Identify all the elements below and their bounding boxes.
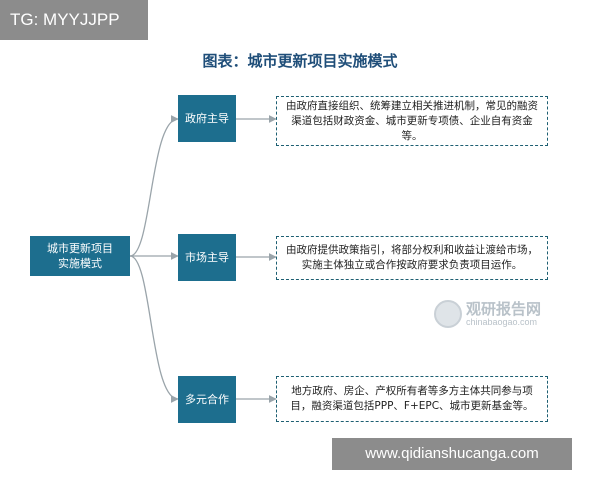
description-text: 由政府直接组织、统筹建立相关推进机制，常见的融资渠道包括财政资金、城市更新专项债… [286,99,538,142]
description-text: 由政府提供政策指引，将部分权利和收益让渡给市场，实施主体独立或合作按政府要求负责… [286,244,538,271]
branch-line-1 [129,115,179,257]
mode-node-label: 多元合作 [185,393,229,406]
branch-line-3 [129,255,179,403]
watermark: 观研报告网 chinabaogao.com [434,298,554,332]
description-box-market-led: 由政府提供政策指引，将部分权利和收益让渡给市场，实施主体独立或合作按政府要求负责… [276,236,548,280]
description-box-government-led: 由政府直接组织、统筹建立相关推进机制，常见的融资渠道包括财政资金、城市更新专项债… [276,96,548,146]
mode-node-label: 政府主导 [185,112,229,125]
tag-banner: TG: MYYJJPP [0,0,148,40]
watermark-name: 观研报告网 [466,300,542,318]
watermark-domain: chinabaogao.com [466,317,538,327]
description-box-multi-party: 地方政府、房企、产权所有者等多方主体共同参与项目，融资渠道包括PPP、F+EPC… [276,376,548,422]
footer-url-banner: www.qidianshucanga.com [332,438,572,470]
root-node-label: 城市更新项目 实施模式 [47,242,113,270]
watermark-logo-icon [434,300,462,328]
mode-node-government-led: 政府主导 [178,95,236,142]
description-text: 地方政府、房企、产权所有者等多方主体共同参与项目，融资渠道包括PPP、F+EPC… [290,385,534,412]
root-node: 城市更新项目 实施模式 [30,236,130,276]
mode-node-label: 市场主导 [185,251,229,264]
mode-node-multi-party: 多元合作 [178,376,236,423]
mode-node-market-led: 市场主导 [178,234,236,281]
diagram-title: 图表：城市更新项目实施模式 [202,52,398,70]
